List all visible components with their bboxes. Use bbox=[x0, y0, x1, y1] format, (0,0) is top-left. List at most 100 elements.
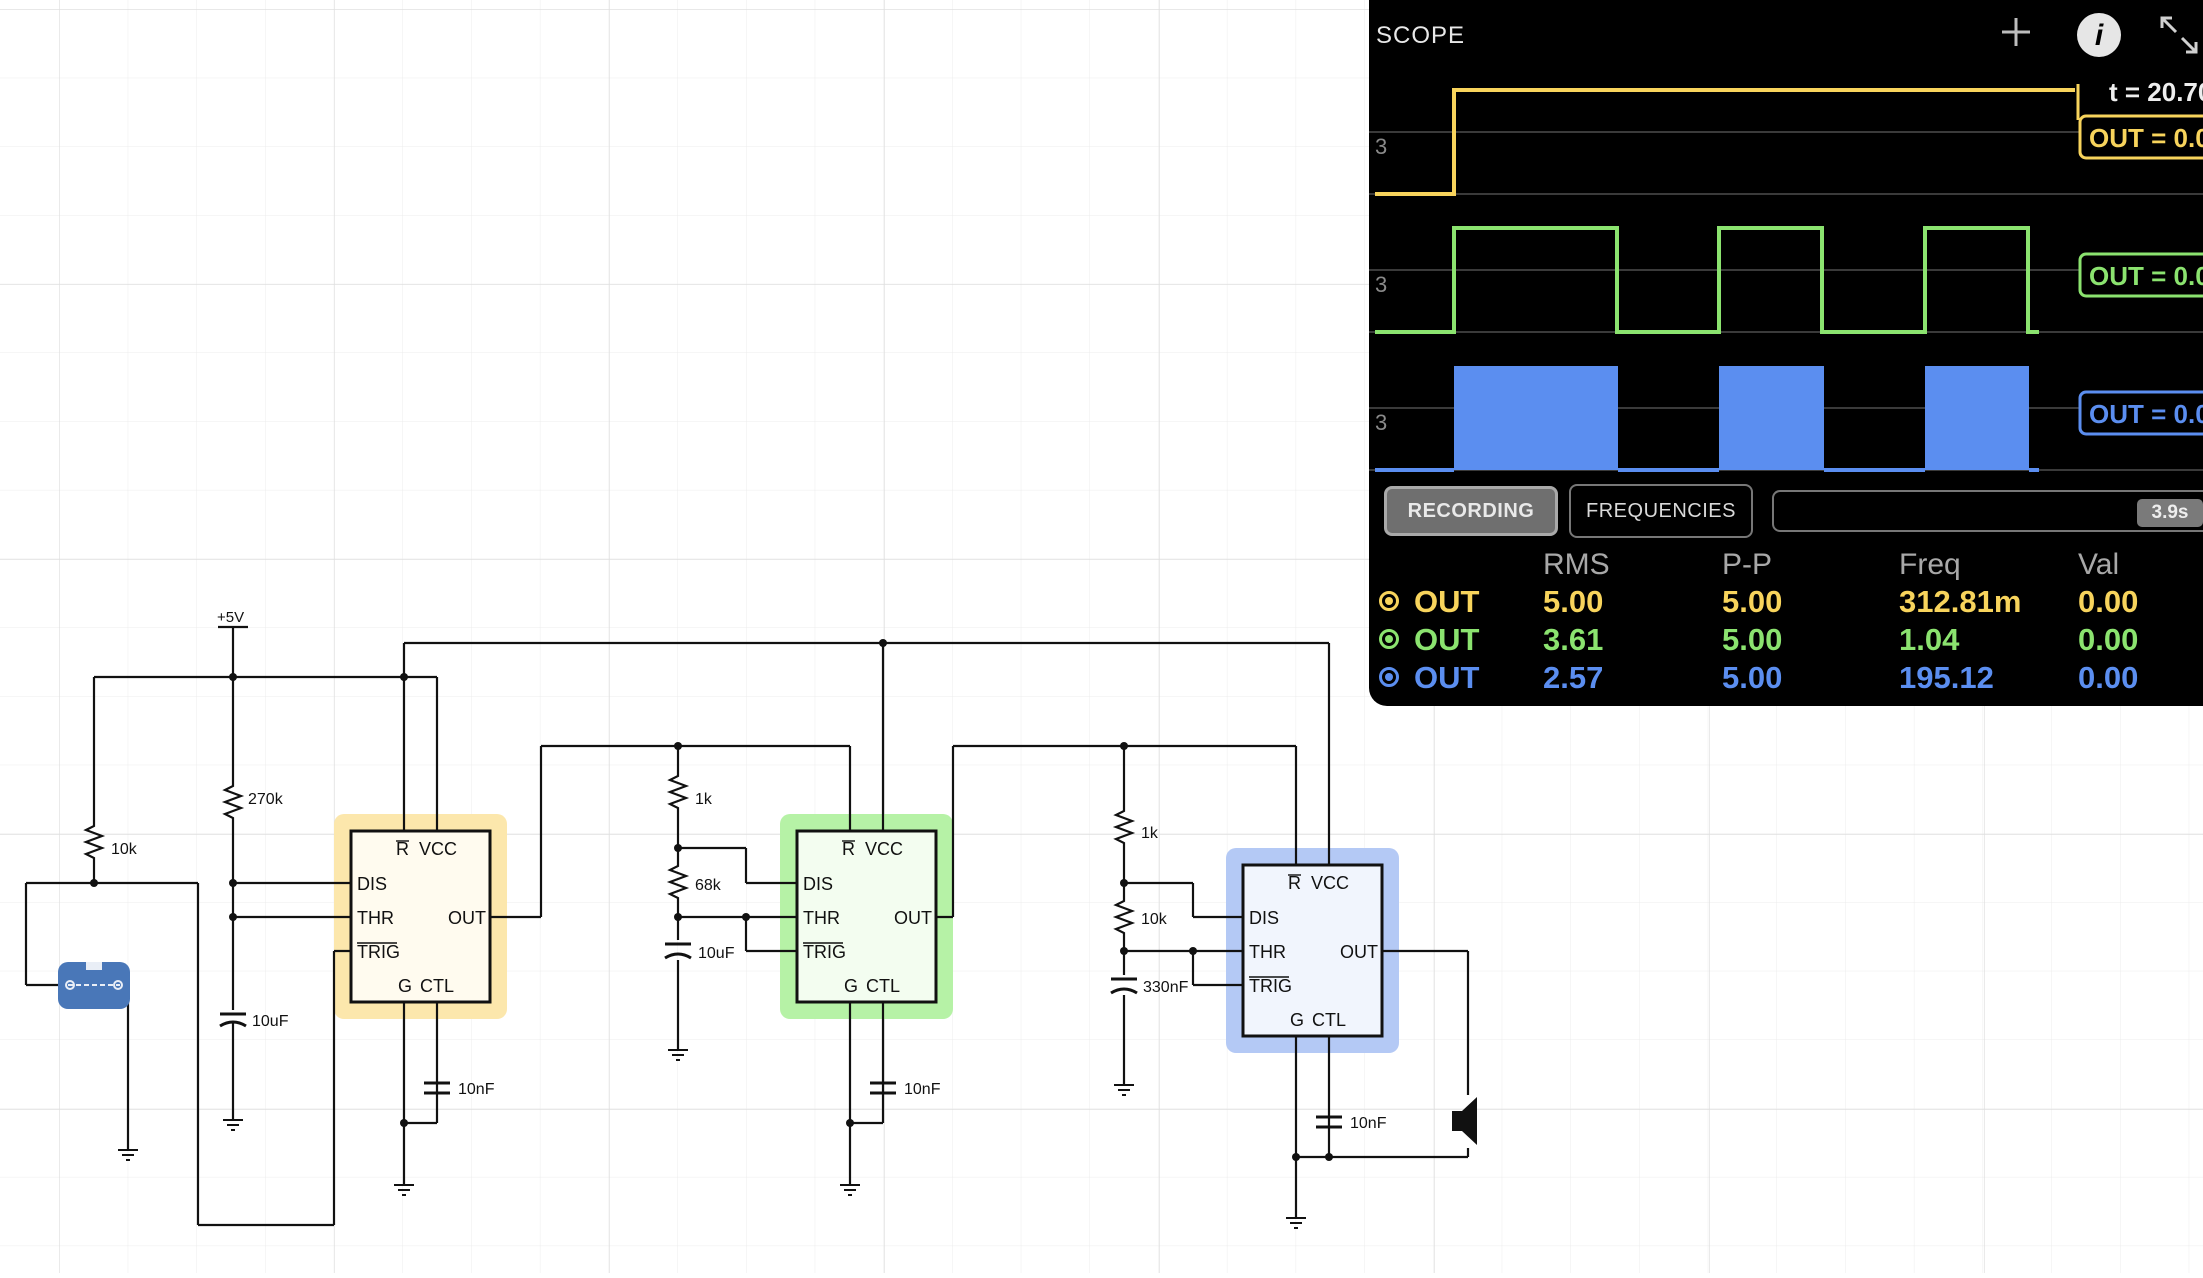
capacitor-label: 10nF bbox=[1350, 1115, 1387, 1132]
info-icon: i bbox=[2077, 13, 2121, 57]
ground-icon bbox=[1114, 1084, 1134, 1096]
row-freq: 195.12 bbox=[1899, 660, 1994, 695]
pin-dis-label: DIS bbox=[357, 874, 387, 894]
col-pp-header: P-P bbox=[1722, 548, 1773, 581]
col-val-header: Val bbox=[2078, 548, 2120, 581]
resistor-label: 10k bbox=[1141, 911, 1168, 928]
timer-555-2[interactable]: R VCC DIS THR TRIG OUT G CTL bbox=[795, 829, 938, 1004]
speaker-icon[interactable] bbox=[1452, 1097, 1477, 1145]
capacitor-10nF-b[interactable]: 10nF bbox=[870, 1081, 941, 1098]
push-button-switch[interactable] bbox=[58, 962, 130, 1009]
supply-label: +5V bbox=[217, 609, 244, 626]
row-pp: 5.00 bbox=[1722, 622, 1783, 657]
supply-5v[interactable]: +5V bbox=[217, 609, 248, 629]
stats-row-2: OUT 3.61 5.00 1.04 0.00 bbox=[1369, 622, 2203, 660]
resistor-270k[interactable]: 270k bbox=[221, 780, 284, 820]
col-rms-header: RMS bbox=[1543, 548, 1610, 581]
resistor-label: 10k bbox=[111, 841, 138, 858]
pin-ctl-label: CTL bbox=[420, 976, 454, 996]
capacitor-label: 10nF bbox=[458, 1081, 495, 1098]
scope-traces[interactable]: 3 3 3 t = 20.700 OUT = 0.000 OUT = 0.000 bbox=[1369, 70, 2203, 480]
capacitor-330nF[interactable]: 330nF bbox=[1110, 977, 1189, 996]
row-freq: 312.81m bbox=[1899, 584, 2022, 619]
row-rms: 5.00 bbox=[1543, 584, 1604, 619]
frequencies-button[interactable]: FREQUENCIES bbox=[1569, 484, 1753, 538]
pin-trig-label: TRIG bbox=[803, 942, 846, 962]
capacitor-label: 330nF bbox=[1143, 979, 1189, 996]
trace-3-value: OUT = 0.000 bbox=[2089, 399, 2203, 429]
row-name: OUT bbox=[1414, 584, 1480, 619]
capacitor-label: 10uF bbox=[698, 945, 735, 962]
pin-g-label: G bbox=[1290, 1010, 1304, 1030]
pin-dis-label: DIS bbox=[1249, 908, 1279, 928]
row-name: OUT bbox=[1414, 660, 1480, 695]
recording-button[interactable]: RECORDING bbox=[1384, 486, 1558, 536]
pin-thr-label: THR bbox=[357, 908, 394, 928]
row-name: OUT bbox=[1414, 622, 1480, 657]
pin-vcc-label: VCC bbox=[865, 839, 903, 859]
trace-2-value: OUT = 0.000 bbox=[2089, 261, 2203, 291]
trace-1-value: OUT = 0.000 bbox=[2089, 123, 2203, 153]
trace-3-value-box: OUT = 0.000 bbox=[2078, 390, 2203, 436]
pin-ctl-label: CTL bbox=[1312, 1010, 1346, 1030]
pin-trig-label: TRIG bbox=[1249, 976, 1292, 996]
pin-trig-label: TRIG bbox=[357, 942, 400, 962]
time-window-slider[interactable]: 3.9s bbox=[1772, 490, 2203, 532]
trace-1-waveform bbox=[1375, 88, 2075, 196]
row-rms: 2.57 bbox=[1543, 660, 1604, 695]
add-trace-button[interactable] bbox=[1994, 10, 2038, 54]
pin-g-label: G bbox=[844, 976, 858, 996]
row-val: 0.00 bbox=[2078, 660, 2139, 695]
resistor-10k-b[interactable]: 10k bbox=[1112, 895, 1168, 942]
resistor-label: 68k bbox=[695, 877, 722, 894]
resistor-1k-b[interactable]: 1k bbox=[1112, 805, 1159, 860]
pin-out-label: OUT bbox=[894, 908, 932, 928]
trace-2-waveform bbox=[1375, 226, 2039, 334]
row-rms: 3.61 bbox=[1543, 622, 1604, 657]
capacitor-10nF-a[interactable]: 10nF bbox=[424, 1081, 495, 1098]
ground-icon bbox=[668, 1049, 688, 1061]
ground-icon bbox=[840, 1184, 860, 1196]
pin-thr-label: THR bbox=[803, 908, 840, 928]
pin-dis-label: DIS bbox=[803, 874, 833, 894]
trace-2-value-box: OUT = 0.000 bbox=[2078, 252, 2203, 298]
trace-3-waveform bbox=[1375, 366, 2039, 472]
timer-555-1[interactable]: R VCC DIS THR TRIG OUT G CTL bbox=[349, 829, 492, 1004]
junction-dots bbox=[90, 639, 1333, 1161]
trace-1-toggle[interactable] bbox=[1379, 591, 1399, 611]
resistor-label: 270k bbox=[248, 791, 284, 808]
resistor-68k[interactable]: 68k bbox=[666, 860, 722, 910]
capacitor-10nF-c[interactable]: 10nF bbox=[1316, 1115, 1387, 1132]
pin-out-label: OUT bbox=[1340, 942, 1378, 962]
row-val: 0.00 bbox=[2078, 622, 2139, 657]
pin-r-label: R bbox=[842, 839, 855, 859]
pin-vcc-label: VCC bbox=[1311, 873, 1349, 893]
cursor-time-label: t = 20.700 bbox=[2109, 77, 2203, 107]
trace-1-value-box: OUT = 0.000 bbox=[2078, 114, 2203, 160]
resistor-10k-a[interactable]: 10k bbox=[82, 820, 138, 860]
expand-icon bbox=[2160, 16, 2198, 54]
capacitor-label: 10nF bbox=[904, 1081, 941, 1098]
pin-out-label: OUT bbox=[448, 908, 486, 928]
row-pp: 5.00 bbox=[1722, 660, 1783, 695]
capacitor-10uF-b[interactable]: 10uF bbox=[664, 942, 735, 962]
trace-2-toggle[interactable] bbox=[1379, 629, 1399, 649]
info-button[interactable]: i bbox=[2076, 12, 2122, 58]
capacitor-10uF-a[interactable]: 10uF bbox=[219, 1012, 289, 1120]
stats-row-3: OUT 2.57 5.00 195.12 0.00 bbox=[1369, 660, 2203, 698]
resistor-1k-a[interactable]: 1k bbox=[666, 770, 713, 827]
col-freq-header: Freq bbox=[1899, 548, 1961, 581]
timer-555-3[interactable]: R VCC DIS THR TRIG OUT G CTL bbox=[1241, 863, 1384, 1038]
pin-thr-label: THR bbox=[1249, 942, 1286, 962]
ground-icon bbox=[118, 1149, 138, 1161]
trace-3-toggle[interactable] bbox=[1379, 667, 1399, 687]
scope-panel[interactable]: SCOPE i 3 3 3 bbox=[1369, 0, 2203, 706]
ground-icon bbox=[223, 1119, 243, 1131]
row-pp: 5.00 bbox=[1722, 584, 1783, 619]
capacitor-label: 10uF bbox=[252, 1013, 289, 1030]
wires bbox=[24, 627, 1470, 1227]
pin-r-label: R bbox=[1288, 873, 1301, 893]
expand-button[interactable] bbox=[2156, 12, 2200, 56]
row-val: 0.00 bbox=[2078, 584, 2139, 619]
pin-r-label: R bbox=[396, 839, 409, 859]
